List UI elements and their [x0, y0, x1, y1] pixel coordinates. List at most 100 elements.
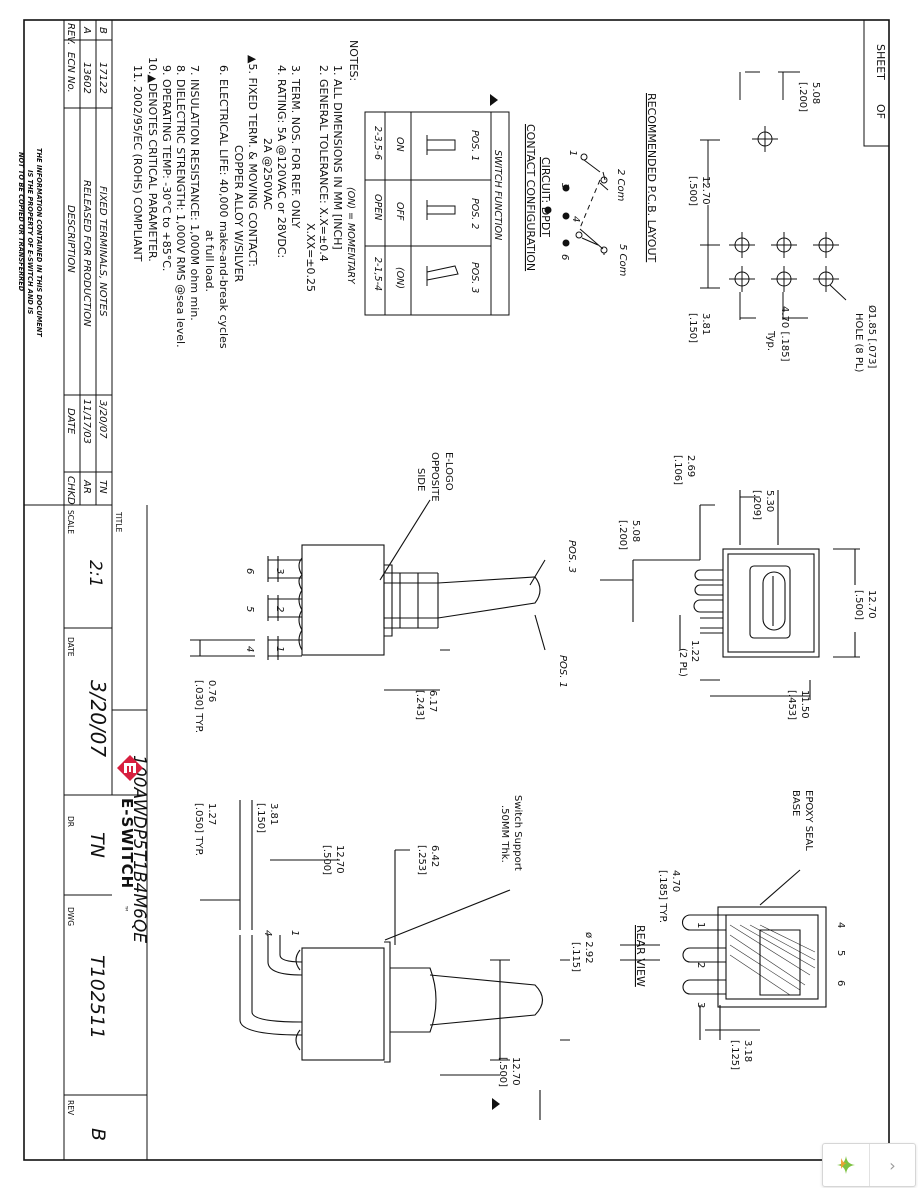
- svg-text:[.453]: [.453]: [786, 690, 797, 720]
- svg-text:5.30: 5.30: [764, 490, 775, 512]
- svg-text:A: A: [81, 26, 92, 34]
- svg-text:3: 3: [559, 183, 570, 189]
- end-view: Switch Support .50MM Thk. 1 4 3.81 [.150…: [193, 795, 594, 1120]
- note-item: 10.▲DENOTES CRITICAL PARAMETER.: [146, 57, 159, 262]
- epoxy-hatch: [729, 924, 816, 996]
- rev-label: REV: [66, 1100, 75, 1116]
- rev-value: B: [87, 1128, 109, 1141]
- date-value: 3/20/07: [86, 680, 110, 757]
- svg-text:1.22: 1.22: [689, 640, 700, 662]
- svg-text:2-3,5-6: 2-3,5-6: [372, 126, 383, 160]
- svg-text:11.50: 11.50: [799, 690, 810, 719]
- svg-text:6.17: 6.17: [427, 690, 438, 712]
- svg-text:12.70: 12.70: [334, 845, 345, 874]
- svg-text:[.030] TYP.: [.030] TYP.: [193, 680, 204, 733]
- svg-text:.50MM Thk.: .50MM Thk.: [499, 805, 510, 863]
- switch-function-title: SWITCH FUNCTION: [492, 150, 503, 240]
- rear-view-title: REAR VIEW: [634, 925, 647, 987]
- of-label: OF: [874, 104, 887, 119]
- switch-function-table: SWITCH FUNCTION POS. 1 POS. 2 POS. 3 ON …: [345, 94, 510, 316]
- next-arrow-icon[interactable]: ›: [869, 1144, 915, 1186]
- svg-text:HOLE (8 PL): HOLE (8 PL): [853, 313, 864, 373]
- pos-header: POS. 3: [469, 262, 480, 293]
- svg-text:[.500]: [.500]: [497, 1057, 508, 1087]
- viewer-nav-widget[interactable]: ›: [822, 1143, 916, 1187]
- svg-text:(2 PL): (2 PL): [677, 648, 688, 677]
- top-view: 5.30 [.209] 2.69 [.106] 5.08 [.200] 12.7…: [600, 455, 877, 720]
- svg-text:2.69: 2.69: [685, 455, 696, 477]
- eswitch-logo: E-SWITCH ™: [117, 755, 143, 913]
- svg-text:2: 2: [274, 606, 285, 612]
- svg-text:[.500]: [.500]: [687, 176, 698, 206]
- scale-label: SCALE: [66, 510, 75, 534]
- sheet-box: SHEET OF: [863, 19, 890, 147]
- svg-text:[.243]: [.243]: [414, 690, 425, 720]
- notes: NOTES: 1. ALL DIMENSIONS IN MM [INCH] 2.…: [131, 40, 360, 349]
- svg-text:3/20/07: 3/20/07: [97, 400, 108, 439]
- svg-text:Ø1.85 [.073]: Ø1.85 [.073]: [866, 305, 878, 368]
- note-item: 9. OPERATING TEMP: -30°C to +85°C.: [160, 65, 173, 271]
- svg-text:6.42: 6.42: [429, 845, 440, 867]
- lever-pos2-icon: [426, 200, 456, 220]
- svg-text:AR: AR: [81, 479, 92, 494]
- svg-text:4: 4: [570, 216, 581, 222]
- svg-text:NOT TO BE COPIED OR TRANSFERRE: NOT TO BE COPIED OR TRANSFERRED: [17, 152, 25, 292]
- chkd-header: CHKD: [65, 476, 76, 505]
- svg-text:IS THE PROPERTY OF E-SWITCH AN: IS THE PROPERTY OF E-SWITCH AND IS: [26, 170, 34, 315]
- svg-text:3.81: 3.81: [700, 313, 711, 335]
- title-label: TITLE: [114, 511, 123, 533]
- svg-text:3: 3: [695, 1002, 706, 1008]
- note-item: 8. DIELECTRIC STRENGTH: 1,000V RMS @sea …: [174, 65, 187, 348]
- title-value: 100AWDP5T1B4M6QE: [129, 755, 149, 943]
- note-item: 4. RATING: 5A @120VAC or 28VDC:: [275, 65, 288, 258]
- svg-text:4: 4: [244, 646, 255, 652]
- momentary-footnote: (ON) = MOMENTARY: [345, 187, 356, 285]
- svg-text:17122: 17122: [97, 62, 108, 94]
- svg-text:TN: TN: [97, 480, 108, 494]
- notes-heading: NOTES:: [347, 40, 360, 81]
- dwg-value: T102511: [86, 955, 108, 1039]
- sheet-label: SHEET: [874, 44, 887, 80]
- circuit-diagram: CIRCUIT: DPDT CONTACT CONFIGURATION 1 2 …: [524, 124, 628, 277]
- svg-text:B: B: [97, 27, 108, 34]
- note-item: 7. INSULATION RESISTANCE: 1,000M ohm min…: [188, 65, 201, 321]
- svg-text:2: 2: [695, 962, 706, 968]
- svg-text:5: 5: [244, 606, 255, 612]
- svg-text:5: 5: [835, 950, 846, 956]
- svg-text:4.70: 4.70: [670, 870, 681, 892]
- sparkle-logo-icon[interactable]: [823, 1144, 869, 1186]
- dr-label: DR: [66, 816, 75, 827]
- pcb-layout: RECOMMENDED P.C.B. LAYOUT 5.08 [.200] 12…: [645, 71, 878, 373]
- svg-text:E-LOGO: E-LOGO: [443, 452, 454, 491]
- note-item: 6. ELECTRICAL LIFE: 40,000 make-and-brea…: [217, 65, 230, 349]
- svg-text:5 Com: 5 Com: [617, 244, 628, 277]
- svg-text:[.150]: [.150]: [687, 313, 698, 343]
- svg-text:OPPOSITE: OPPOSITE: [429, 452, 440, 502]
- logo-text: E-SWITCH: [118, 798, 136, 889]
- svg-text:[.200]: [.200]: [617, 520, 628, 550]
- svg-text:4: 4: [262, 930, 273, 936]
- pos-header: POS. 2: [469, 198, 480, 229]
- svg-text:1: 1: [695, 922, 706, 928]
- svg-text:RELEASED FOR PRODUCTION: RELEASED FOR PRODUCTION: [81, 180, 92, 327]
- svg-text:[.500]: [.500]: [853, 590, 864, 620]
- title-block: SCALE 2:1 DATE 3/20/07 DR TN DWG T102511…: [63, 505, 149, 1160]
- svg-text:12.70: 12.70: [866, 590, 877, 619]
- svg-text:12.70: 12.70: [510, 1057, 521, 1086]
- svg-text:[.209]: [.209]: [751, 490, 762, 520]
- svg-text:EPOXY SEAL: EPOXY SEAL: [803, 790, 814, 851]
- svg-text:FIXED TERMINALS, NOTES: FIXED TERMINALS, NOTES: [97, 186, 108, 317]
- svg-text:6: 6: [559, 254, 570, 260]
- note-item: 2. GENERAL TOLERANCE: X.X=±0.4: [317, 65, 330, 262]
- disclaimer: THE INFORMATION CONTAINED IN THIS DOCUME…: [17, 148, 43, 337]
- svg-text:Switch Support: Switch Support: [512, 795, 523, 871]
- svg-text:SIDE: SIDE: [415, 468, 426, 491]
- svg-text:11/17/03: 11/17/03: [81, 399, 92, 444]
- svg-text:2-1,5-4: 2-1,5-4: [372, 257, 383, 291]
- note-item: at full load.: [203, 230, 216, 292]
- svg-text:ON: ON: [394, 137, 405, 152]
- revision-table: REV. ECN No. DESCRIPTION DATE CHKD A 136…: [17, 20, 113, 506]
- svg-text:OPEN: OPEN: [372, 194, 383, 220]
- svg-text:[.185] TYP.: [.185] TYP.: [657, 870, 668, 923]
